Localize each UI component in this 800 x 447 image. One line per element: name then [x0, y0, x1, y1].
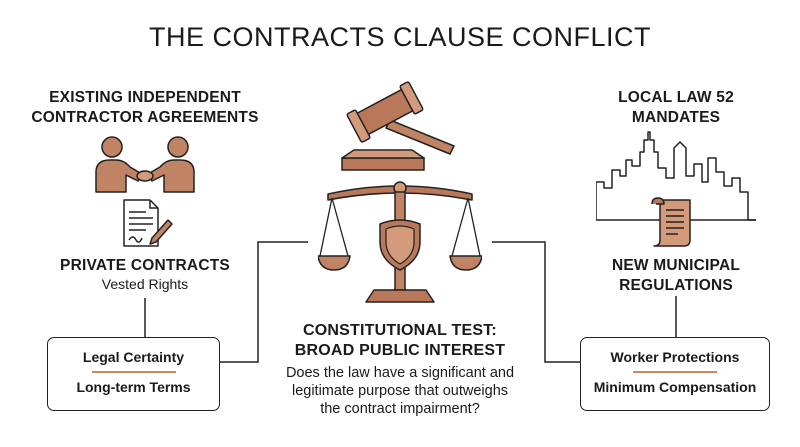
question-line1: Does the law have a significant and: [285, 365, 515, 381]
center-heading-line2: BROAD PUBLIC INTEREST: [294, 342, 506, 359]
box-divider: [633, 371, 717, 373]
center-question: Does the law have a significant and legi…: [255, 364, 545, 418]
contract-document-icon: [123, 199, 173, 247]
question-line3: the contract impairment?: [320, 401, 480, 417]
box-item-minimum-compensation: Minimum Compensation: [593, 378, 757, 395]
page-title: THE CONTRACTS CLAUSE CONFLICT: [148, 22, 652, 52]
question-line2: legitimate purpose that outweighs: [291, 383, 509, 399]
right-heading-line2: MANDATES: [631, 109, 721, 126]
handshake-icon: [95, 136, 195, 193]
right-heading: LOCAL LAW 52 MANDATES: [556, 88, 796, 128]
left-attributes-box: Legal Certainty Long-term Terms: [47, 337, 220, 411]
center-heading: CONSTITUTIONAL TEST: BROAD PUBLIC INTERE…: [275, 321, 525, 361]
right-label-line1: NEW MUNICIPAL: [611, 257, 741, 274]
right-heading-line1: LOCAL LAW 52: [618, 89, 734, 106]
scroll-icon: [651, 197, 691, 247]
right-label: NEW MUNICIPAL REGULATIONS: [556, 256, 796, 296]
shield-icon: [379, 219, 421, 271]
right-attributes-box: Worker Protections Minimum Compensation: [580, 337, 770, 411]
left-heading-line1: EXISTING INDEPENDENT: [49, 89, 241, 106]
box-item-legal-certainty: Legal Certainty: [82, 349, 185, 365]
right-label-line2: REGULATIONS: [619, 277, 733, 294]
left-heading: EXISTING INDEPENDENT CONTRACTOR AGREEMEN…: [20, 88, 270, 128]
gavel-icon: [341, 81, 455, 171]
box-divider: [91, 371, 176, 373]
left-label: PRIVATE CONTRACTS: [60, 257, 230, 274]
scales-of-justice-icon: [318, 181, 482, 303]
box-item-worker-protections: Worker Protections: [610, 349, 740, 365]
left-heading-line2: CONTRACTOR AGREEMENTS: [31, 109, 259, 126]
left-sublabel: Vested Rights: [101, 276, 189, 292]
center-heading-line1: CONSTITUTIONAL TEST:: [303, 322, 497, 339]
box-item-long-term-terms: Long-term Terms: [76, 378, 191, 395]
